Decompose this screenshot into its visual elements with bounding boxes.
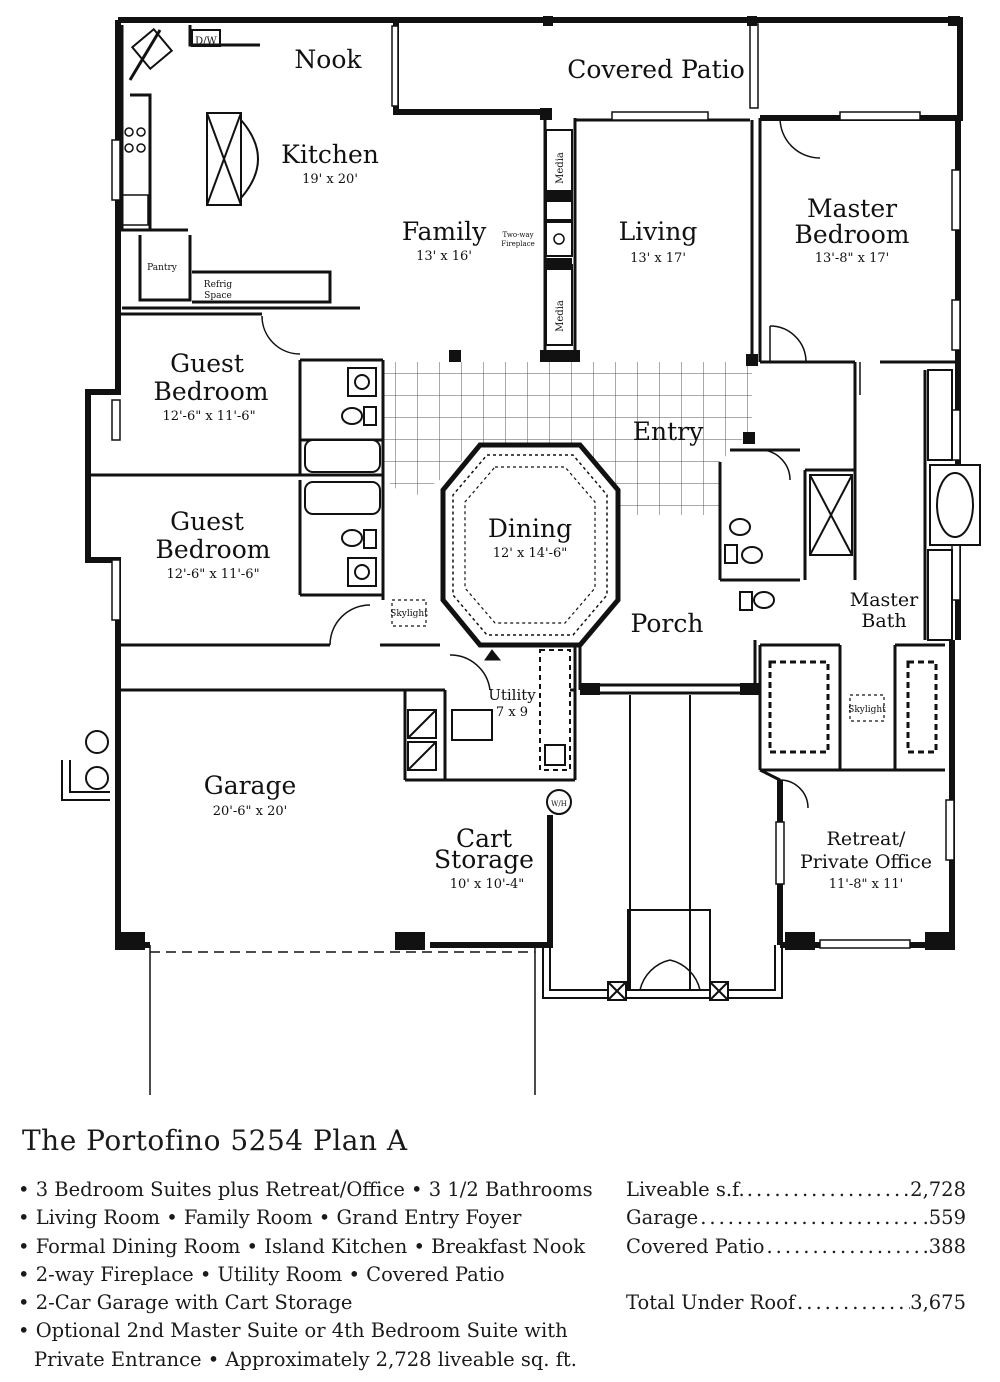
wh-label: W/H [551,800,567,808]
media-fireplace [545,129,573,346]
stat-value: .559 [922,1206,966,1230]
porch-label: Porch [631,609,704,638]
stat-row-total: Total Under Roof .......................… [626,1289,966,1317]
feature-item: • Formal Dining Room • Island Kitchen • … [18,1234,586,1258]
family-label: Family [402,217,487,246]
bath-fixtures [304,367,981,641]
stat-leader: .................................. [700,1206,922,1230]
utility-label: Utility [488,686,536,704]
columns [115,16,960,950]
retreat-dim: 11'-8" x 11' [829,877,903,892]
refrig-label-2: Space [204,291,232,301]
stat-label: Covered Patio [626,1234,765,1258]
feature-item: • 2-way Fireplace • Utility Room • Cover… [18,1262,505,1286]
room-labels: Nook Covered Patio Kitchen 19' x 20' Fam… [154,45,932,892]
stat-value: 2,728 [910,1178,966,1201]
ac-units [61,730,110,801]
garage-dim: 20'-6" x 20' [213,804,287,819]
media-bottom-label: Media [555,300,566,332]
stat-value: 3,675 [910,1291,966,1315]
covered-patio-label: Covered Patio [567,55,745,84]
master-bath-label-2: Bath [861,610,906,632]
cart-storage-dim: 10' x 10'-4" [450,877,524,892]
family-dim: 13' x 16' [416,249,472,264]
stat-label: Liveable s.f. [626,1178,745,1201]
feature-item: • 2-Car Garage with Cart Storage [18,1291,353,1315]
feature-item: Private Entrance • Approximately 2,728 l… [34,1347,577,1371]
feature-item: • 3 Bedroom Suites plus Retreat/Office •… [18,1178,593,1201]
features-list: • 3 Bedroom Suites plus Retreat/Office •… [18,1176,608,1374]
fireplace-label-1: Two-way [502,231,533,239]
dining-label: Dining [488,514,572,543]
garage-label: Garage [204,771,297,800]
kitchen-label: Kitchen [281,140,379,169]
entry-tile-floor [383,362,752,520]
utility-dim: 7 x 9 [496,705,528,720]
stat-label: Garage [626,1206,699,1230]
front-walkway [542,695,783,1001]
fireplace-label-2: Fireplace [501,240,535,248]
pantry-label: Pantry [147,263,178,273]
stat-leader: .................................. [746,1178,910,1201]
guest-bedroom-1-label-2: Bedroom [154,377,269,406]
guest-bedroom-1-label-1: Guest [170,349,244,378]
master-bedroom-dim: 13'-8" x 17' [815,251,889,266]
doors [261,117,861,991]
cart-storage-label-1: Cart [456,824,512,853]
plan-info: The Portofino 5254 Plan A • 3 Bedroom Su… [0,1110,1000,1382]
media-top-label: Media [555,152,566,184]
master-bedroom-label-2: Bedroom [795,220,910,249]
nook-label: Nook [294,45,362,74]
stat-leader: .................................. [797,1291,910,1315]
kitchen-island [130,27,259,206]
floor-plan: Nook Covered Patio Kitchen 19' x 20' Fam… [61,16,981,1095]
living-dim: 13' x 17' [630,251,686,266]
stat-row-liveable: Liveable s.f. ..........................… [626,1176,966,1204]
dw-label: D/W [195,36,217,47]
stats-table: Liveable s.f. ..........................… [626,1176,966,1317]
stat-row-covered-patio: Covered Patio ..........................… [626,1233,966,1261]
feature-item: • Living Room • Family Room • Grand Entr… [18,1206,522,1230]
cart-storage-label-2: Storage [434,845,534,874]
stat-row-garage: Garage .................................… [626,1204,966,1232]
stat-label: Total Under Roof [626,1291,796,1315]
guest-bedroom-1-dim: 12'-6" x 11'-6" [162,409,255,424]
stat-value: .388 [922,1234,966,1258]
feature-item: • Optional 2nd Master Suite or 4th Bedro… [18,1319,568,1343]
driveway [149,945,536,1095]
guest-bedroom-2-dim: 12'-6" x 11'-6" [166,567,259,582]
small-labels: D/W Pantry Refrig Space Media Media Two-… [147,36,886,808]
living-label: Living [619,217,698,246]
entry-label: Entry [633,417,704,446]
guest-bedroom-2-label-2: Bedroom [156,535,271,564]
kitchen-dim: 19' x 20' [302,172,358,187]
utility-appliances [407,649,572,815]
retreat-label-2: Private Office [800,851,932,873]
stat-leader: .................................. [766,1234,923,1258]
skylight-2-label: Skylight [848,705,886,715]
master-bedroom-label-1: Master [807,194,897,223]
master-bath-label-1: Master [850,589,919,611]
plan-title: The Portofino 5254 Plan A [22,1124,408,1157]
refrig-label-1: Refrig [204,280,233,290]
guest-bedroom-2-label-1: Guest [170,507,244,536]
dining-octagon [440,442,621,661]
skylight-1-label: Skylight [390,609,428,619]
stove [121,127,149,226]
retreat-label-1: Retreat/ [827,828,906,850]
dining-dim: 12' x 14'-6" [493,546,567,561]
